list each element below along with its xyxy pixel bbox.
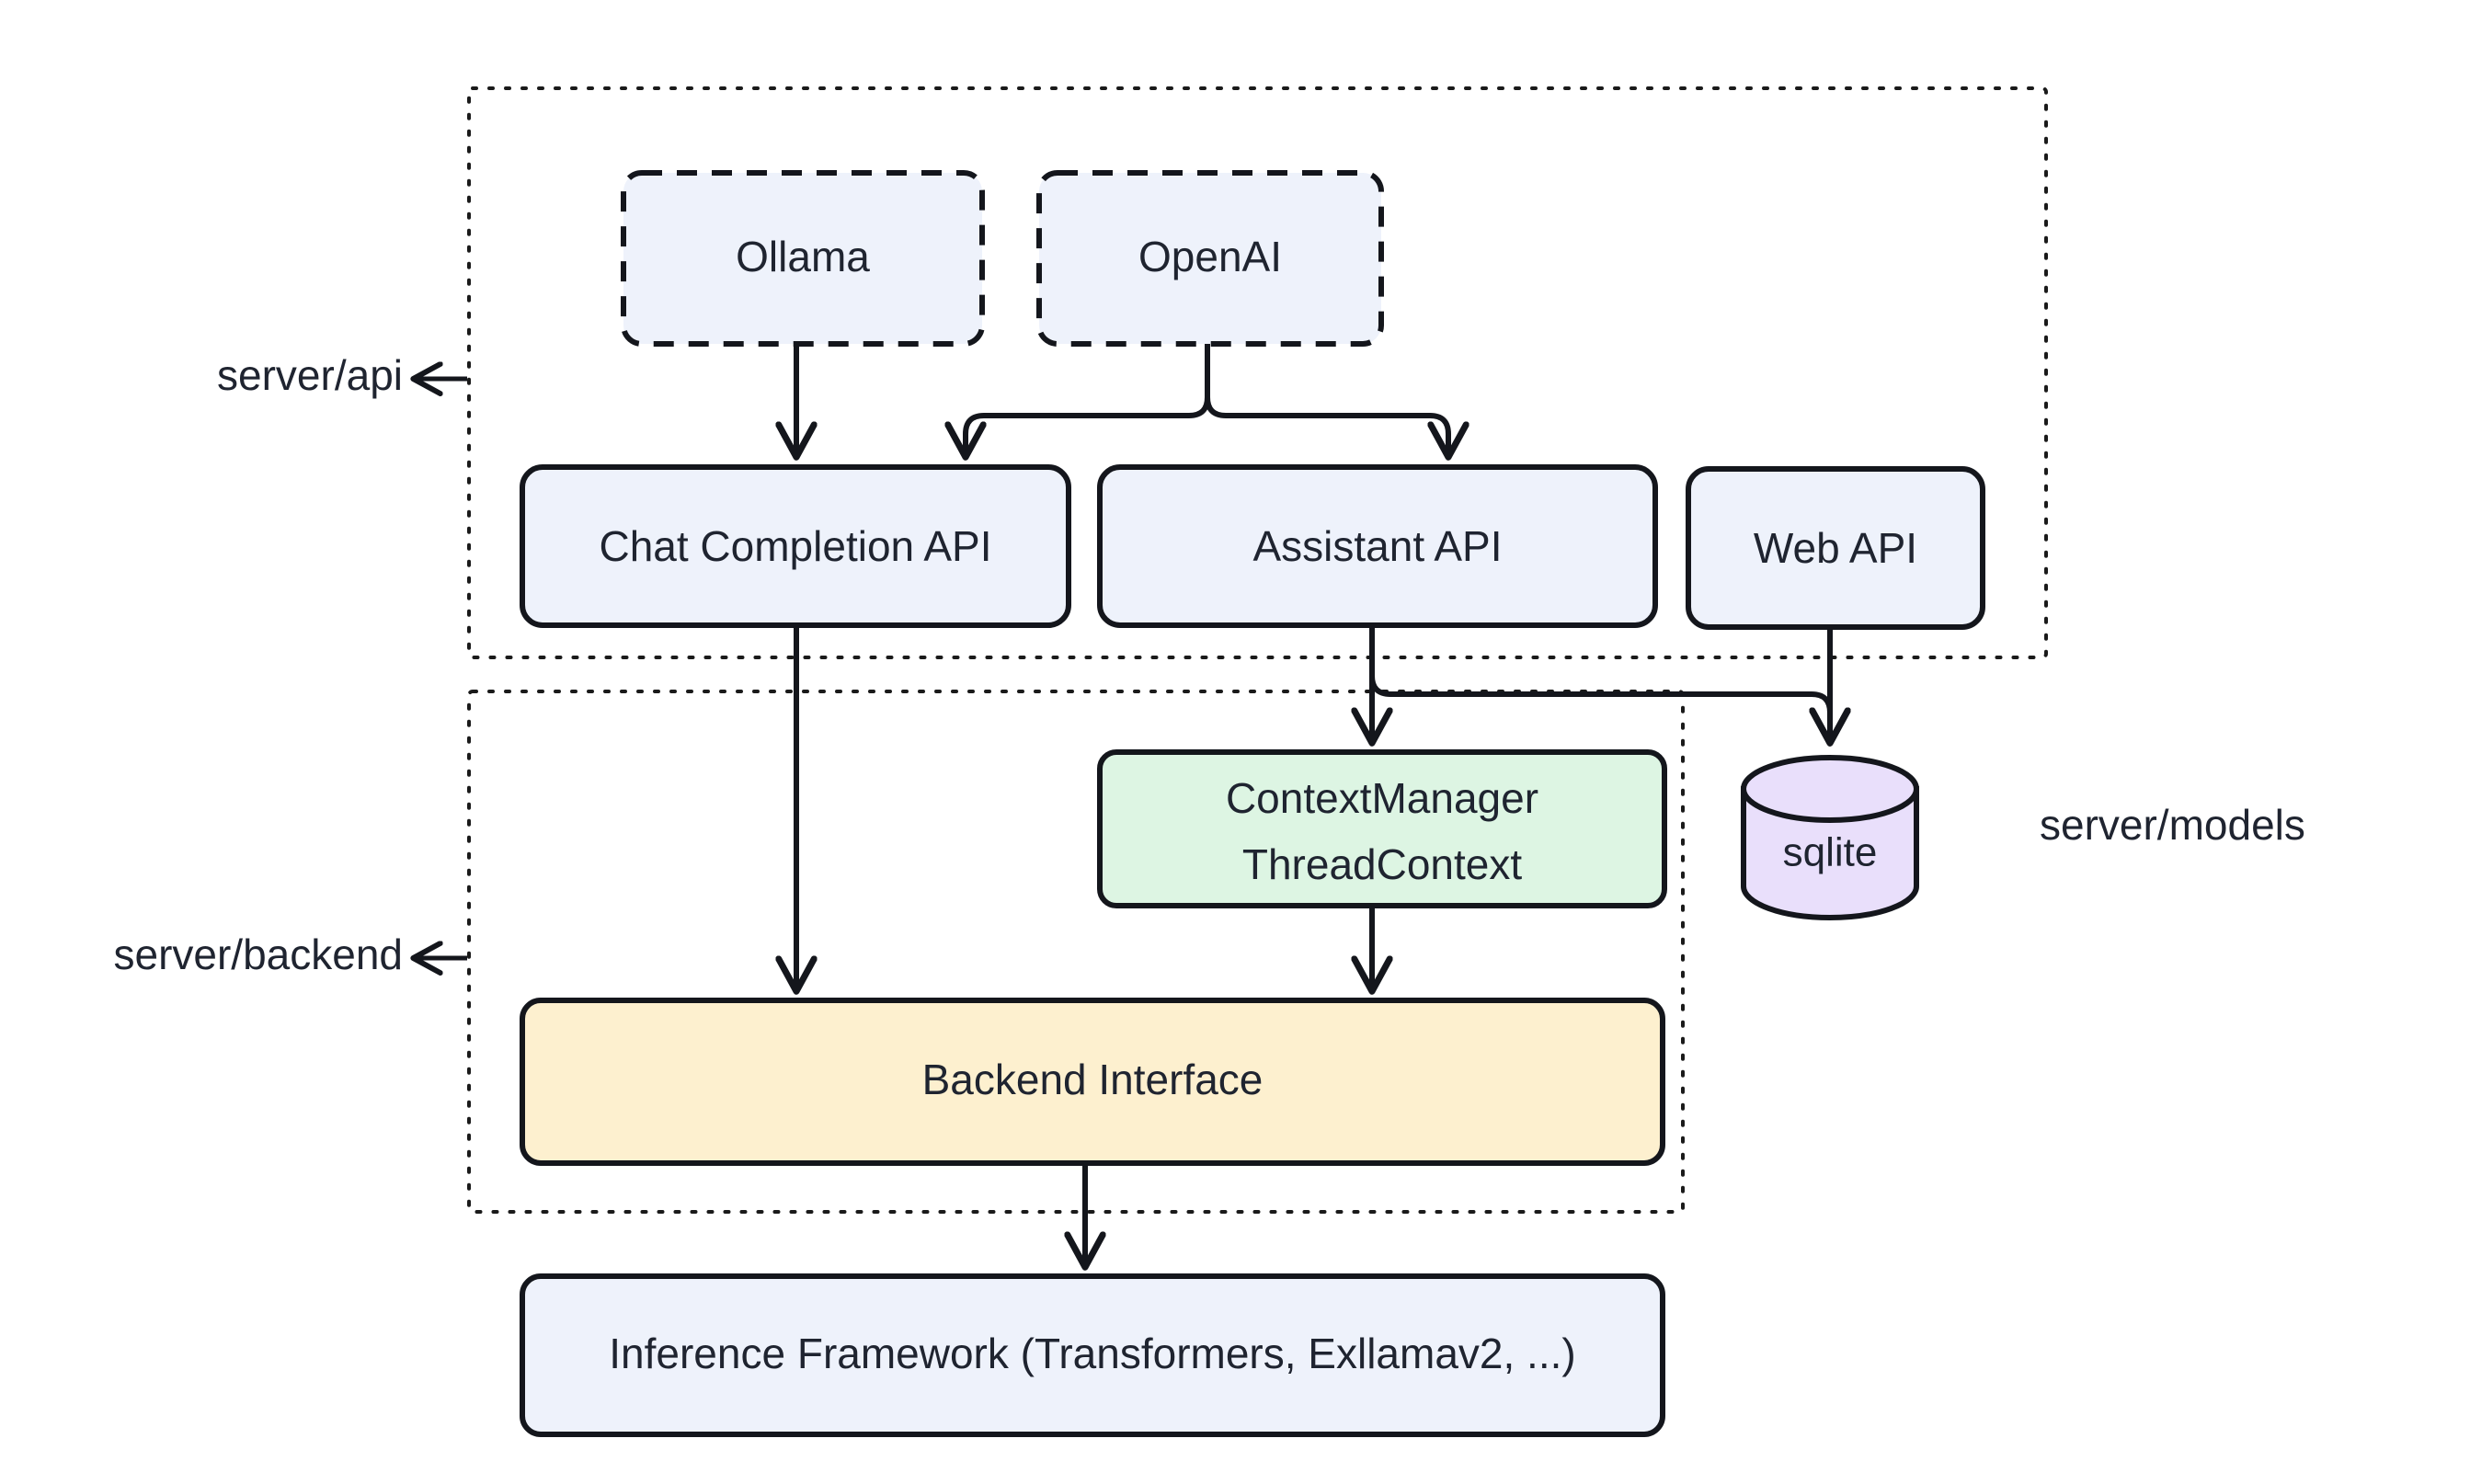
- node-context-manager-shape: [1097, 749, 1667, 908]
- node-web-api-shape: [1686, 466, 1985, 630]
- node-sqlite-label: sqlite: [1783, 830, 1878, 875]
- node-context-manager[interactable]: ContextManager ThreadContext: [1097, 749, 1667, 908]
- node-web-api[interactable]: Web API: [1686, 466, 1985, 630]
- node-sqlite-top: [1741, 755, 1919, 823]
- node-chat-completion-api-shape: [520, 464, 1071, 628]
- node-inference-framework[interactable]: Inference Framework (Transformers, Exlla…: [520, 1273, 1665, 1437]
- group-boundary-api: [467, 86, 2048, 659]
- node-backend-interface-shape: [520, 998, 1665, 1166]
- group-boundary-backend: [467, 690, 1685, 1214]
- node-openai[interactable]: OpenAI: [1036, 170, 1384, 347]
- node-assistant-api[interactable]: Assistant API: [1097, 464, 1658, 628]
- node-ollama-shape: [621, 170, 985, 347]
- node-backend-interface-label: Backend Interface: [922, 1056, 1264, 1103]
- group-label-backend: server/backend: [114, 930, 404, 978]
- group-label-models: server/models: [2040, 801, 2305, 849]
- node-assistant-api-shape: [1097, 464, 1658, 628]
- node-inference-framework-label: Inference Framework (Transformers, Exlla…: [609, 1330, 1575, 1377]
- node-openai-shape: [1036, 170, 1384, 347]
- group-label-api: server/api: [217, 351, 403, 399]
- node-chat-completion-api-label: Chat Completion API: [599, 522, 991, 570]
- node-web-api-label: Web API: [1754, 524, 1917, 572]
- edge-openai-to-assistant-api: [1205, 344, 1448, 454]
- node-chat-completion-api[interactable]: Chat Completion API: [520, 464, 1071, 628]
- edge-assistant-api-to-sqlite: [1369, 625, 1830, 740]
- node-openai-label: OpenAI: [1138, 233, 1282, 280]
- node-ollama[interactable]: Ollama: [621, 170, 985, 347]
- node-sqlite-body: [1741, 786, 1919, 920]
- node-inference-framework-shape: [520, 1273, 1665, 1437]
- node-sqlite[interactable]: sqlite: [1741, 755, 1919, 920]
- node-context-manager-label-line1: ContextManager: [1226, 774, 1538, 822]
- node-context-manager-label-line2: ThreadContext: [1242, 840, 1522, 888]
- edge-openai-to-chat-api: [966, 344, 1210, 454]
- node-assistant-api-label: Assistant API: [1252, 522, 1502, 570]
- node-ollama-label: Ollama: [736, 233, 870, 280]
- node-backend-interface[interactable]: Backend Interface: [520, 998, 1665, 1166]
